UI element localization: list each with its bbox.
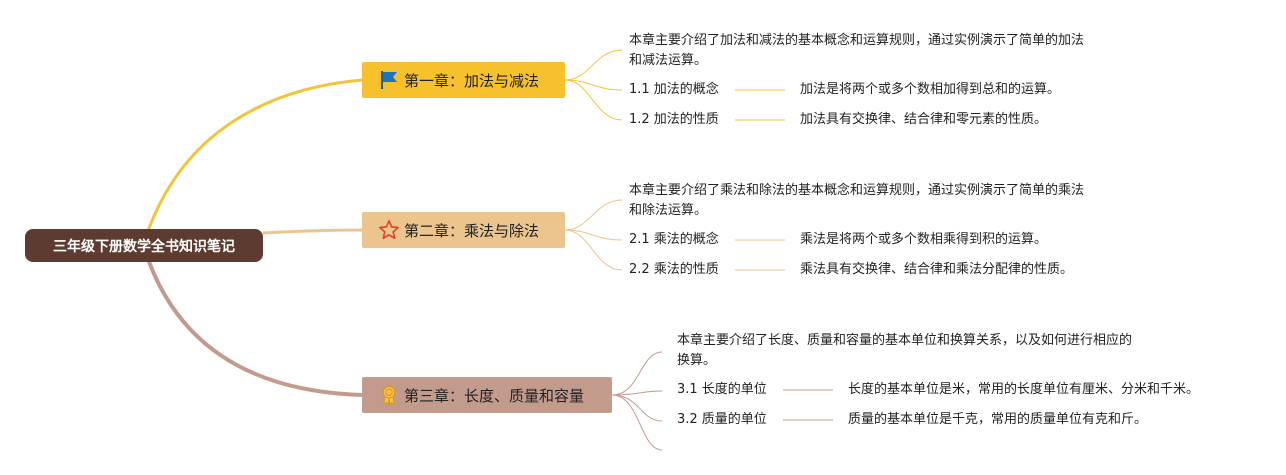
chapter-2-summary: 本章主要介绍了乘法和除法的基本概念和运算规则，通过实例演示了简单的乘法 和除法运… xyxy=(629,183,1085,218)
chapter-1-item-2-label[interactable]: 1.2 加法的性质 xyxy=(629,112,719,127)
chapter-2-node[interactable]: 第二章：乘法与除法 xyxy=(362,212,565,248)
chapter-1-summary: 本章主要介绍了加法和减法的基本概念和运算规则，通过实例演示了简单的加法 和减法运… xyxy=(629,33,1085,68)
root-link-chapter-3 xyxy=(146,258,363,397)
root-link-chapter-2 xyxy=(262,228,363,235)
chapter-1-title: 第一章：加法与减法 xyxy=(404,71,540,90)
chapter-3-node[interactable]: 第三章：长度、质量和容量 xyxy=(362,377,612,413)
chapter-3-item-2-label[interactable]: 3.2 质量的单位 xyxy=(677,412,767,427)
root-link-chapter-1 xyxy=(146,78,363,232)
chapter-2-item-1-detail: 乘法是将两个或多个数相乘得到积的运算。 xyxy=(800,232,1048,247)
root-title: 三年级下册数学全书知识笔记 xyxy=(53,238,235,255)
chapter-3-item-1-detail: 长度的基本单位是米，常用的长度单位有厘米、分米和千米。 xyxy=(848,382,1200,397)
chapter-3-branches xyxy=(611,351,833,451)
chapter-2-item-2-detail: 乘法具有交换律、结合律和乘法分配律的性质。 xyxy=(800,262,1074,277)
chapter-1-item-2-detail: 加法具有交换律、结合律和零元素的性质。 xyxy=(800,112,1048,127)
chapter-2-title: 第二章：乘法与除法 xyxy=(404,221,540,240)
chapter-3-summary: 本章主要介绍了长度、质量和容量的基本单位和换算关系，以及如何进行相应的 换算。 xyxy=(677,333,1133,368)
chapter-2-item-2-label[interactable]: 2.2 乘法的性质 xyxy=(629,262,719,277)
chapter-1-branches xyxy=(564,49,785,121)
chapter-3-title: 第三章：长度、质量和容量 xyxy=(404,386,585,405)
chapter-3-item-1-label[interactable]: 3.1 长度的单位 xyxy=(677,382,767,397)
chapter-2-branches xyxy=(564,199,785,271)
chapter-2-item-1-label[interactable]: 2.1 乘法的概念 xyxy=(629,232,719,247)
chapter-3-item-2-detail: 质量的基本单位是千克，常用的质量单位有克和斤。 xyxy=(848,412,1148,427)
medal-icon xyxy=(378,384,400,406)
star-icon xyxy=(378,219,400,241)
root-node[interactable]: 三年级下册数学全书知识笔记 xyxy=(25,229,263,262)
chapter-1-item-1-detail: 加法是将两个或多个数相加得到总和的运算。 xyxy=(800,82,1061,97)
flag-icon xyxy=(378,69,400,91)
chapter-1-item-1-label[interactable]: 1.1 加法的概念 xyxy=(629,82,719,97)
chapter-1-node[interactable]: 第一章：加法与减法 xyxy=(362,62,565,98)
